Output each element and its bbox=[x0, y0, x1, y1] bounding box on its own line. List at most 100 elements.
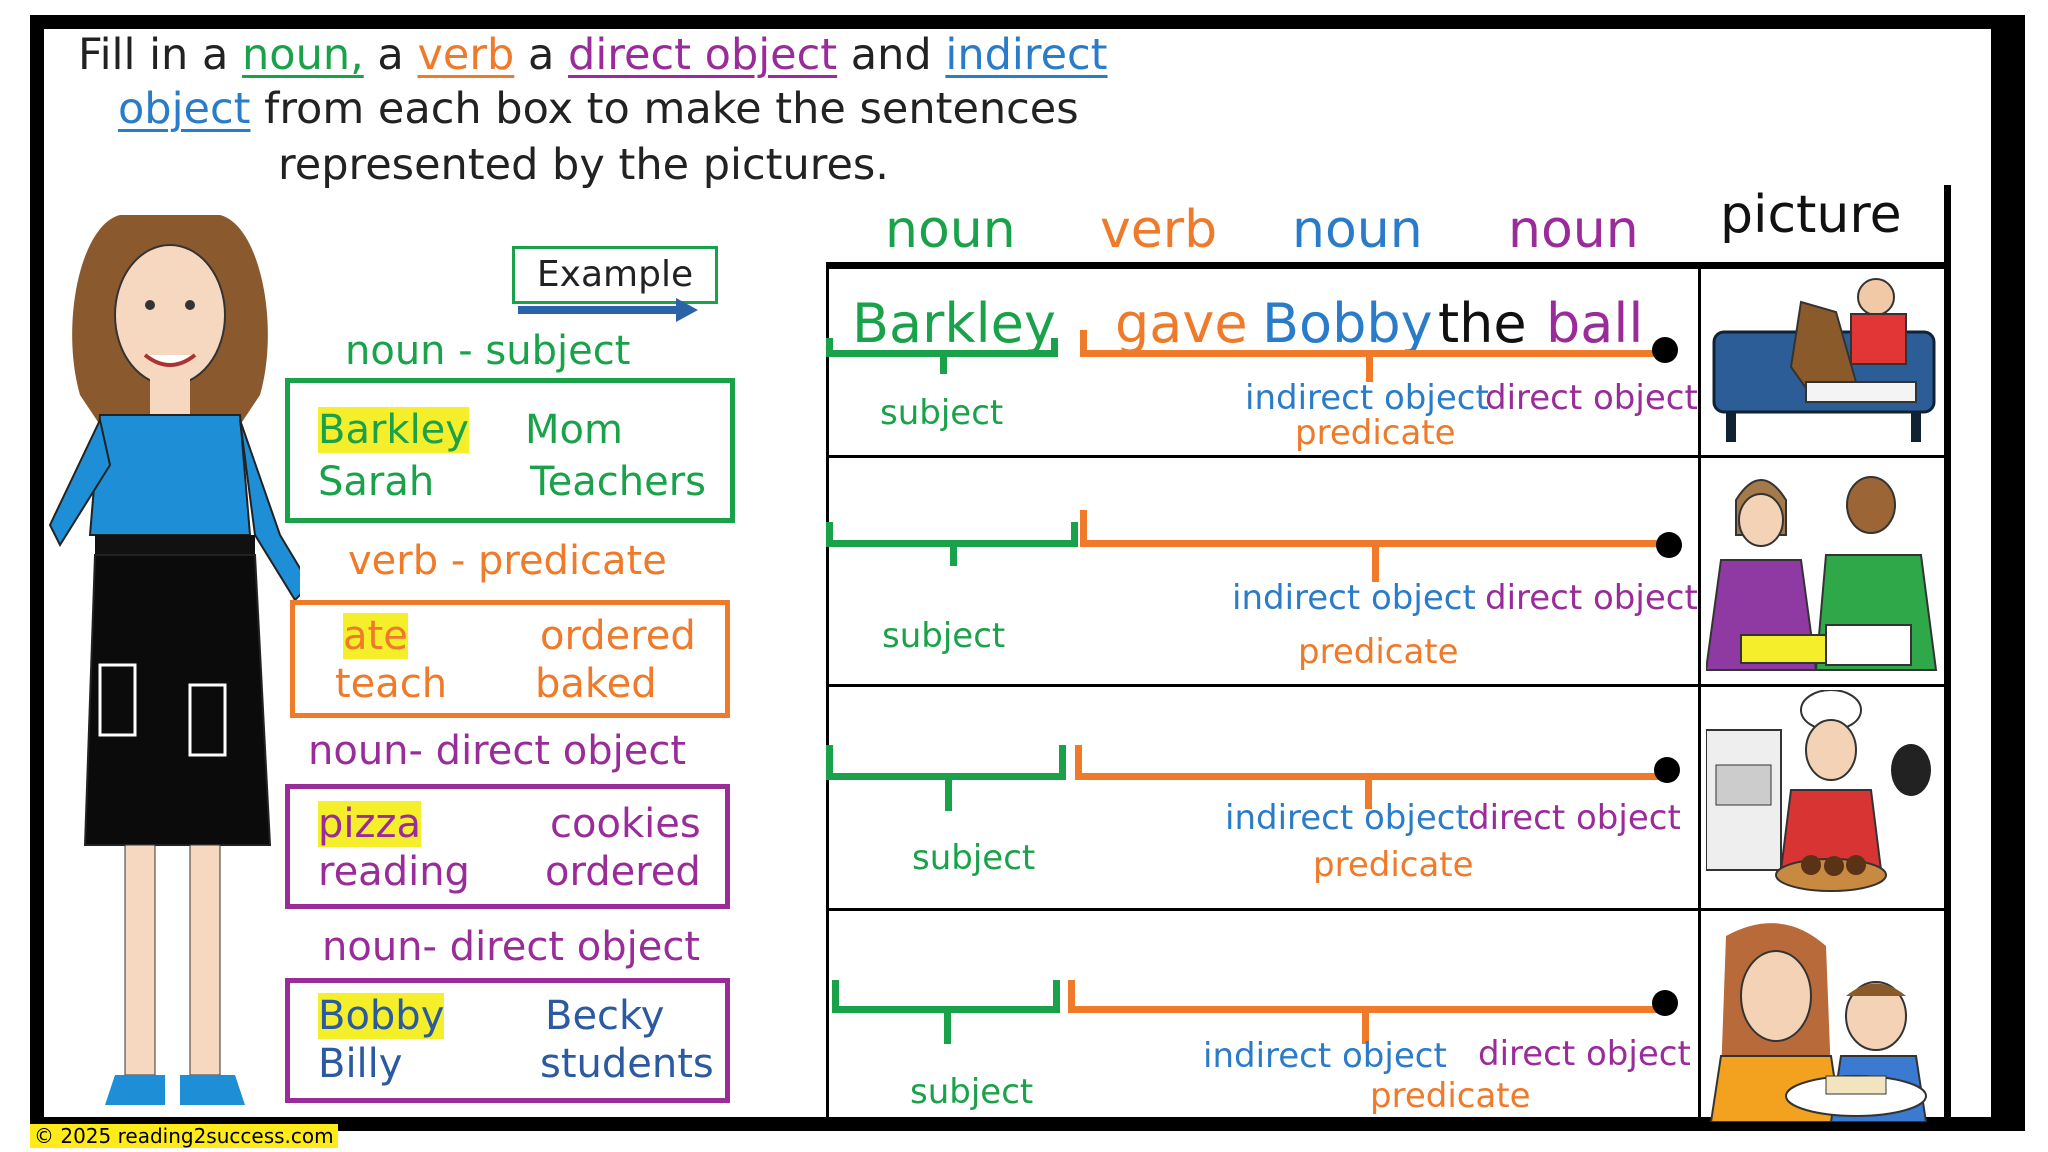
instruction-part: from each box to make the sentences bbox=[250, 84, 1079, 134]
instruction-part: a bbox=[514, 30, 569, 80]
grid-line bbox=[826, 908, 1946, 911]
wordbox-subject: Barkley Mom Sarah Teachers bbox=[285, 378, 735, 523]
slide-frame bbox=[30, 15, 2025, 1131]
answer-indirect: Bobby bbox=[1262, 292, 1433, 355]
label-direct-object: direct object bbox=[1468, 798, 1681, 838]
period-dot bbox=[1654, 757, 1680, 783]
word-option: students bbox=[540, 1041, 714, 1087]
column-header-picture: picture bbox=[1720, 185, 1902, 245]
instruction-part: a bbox=[363, 30, 418, 80]
wordbox-direct-object: pizza cookies reading ordered bbox=[285, 784, 730, 909]
period-dot bbox=[1656, 532, 1682, 558]
wordbox-label-indirect-object: noun- direct object bbox=[322, 924, 701, 970]
word-option: ordered bbox=[545, 849, 701, 895]
subject-bracket-tick bbox=[940, 352, 947, 374]
keyword-object: object bbox=[118, 84, 251, 134]
picture-baker-cookies bbox=[1706, 690, 1931, 892]
predicate-bracket-tick bbox=[1372, 542, 1379, 582]
label-predicate: predicate bbox=[1298, 632, 1459, 672]
copyright-footer: © 2025 reading2success.com bbox=[30, 1124, 338, 1148]
subject-bracket-end bbox=[832, 980, 839, 1010]
grid-line bbox=[826, 684, 1946, 687]
subject-bracket-tick bbox=[944, 1008, 951, 1044]
answer-verb: gave bbox=[1115, 292, 1248, 355]
predicate-bracket bbox=[1075, 773, 1670, 780]
label-direct-object: direct object bbox=[1478, 1034, 1691, 1074]
label-subject: subject bbox=[912, 838, 1036, 878]
predicate-bracket-end bbox=[1075, 745, 1082, 777]
subject-bracket-end bbox=[1071, 522, 1078, 544]
subject-bracket-end bbox=[1059, 745, 1066, 777]
answer-article: the bbox=[1438, 292, 1527, 355]
grid-line bbox=[810, 1122, 1960, 1127]
column-header-noun: noun bbox=[1508, 200, 1639, 260]
word-option: reading bbox=[318, 849, 470, 895]
word-option: teach bbox=[335, 661, 448, 707]
example-label: Example bbox=[536, 254, 694, 295]
predicate-bracket-end bbox=[1068, 980, 1075, 1010]
wordbox-predicate: ate ordered teach baked bbox=[290, 600, 730, 718]
predicate-bracket-end bbox=[1080, 510, 1087, 544]
subject-bracket-tick bbox=[945, 775, 952, 811]
word-option: Teachers bbox=[530, 459, 706, 505]
label-direct-object: direct object bbox=[1485, 378, 1698, 418]
keyword-verb: verb bbox=[417, 30, 515, 80]
answer-subject: Barkley bbox=[852, 292, 1056, 355]
grid-line bbox=[1698, 262, 1701, 1126]
label-indirect-object: indirect object bbox=[1245, 378, 1489, 418]
picture-dog-boy-sofa bbox=[1712, 278, 1936, 442]
label-indirect-object: indirect object bbox=[1232, 578, 1476, 618]
picture-mom-boy-cake bbox=[1709, 923, 1928, 1122]
subject-bracket-end bbox=[1053, 980, 1060, 1010]
instruction-part: represented by the pictures. bbox=[278, 140, 889, 190]
word-option: Sarah bbox=[318, 459, 435, 505]
predicate-bracket-tick bbox=[1362, 1008, 1369, 1044]
wordbox-indirect-object: Bobby Becky Billy students bbox=[285, 978, 730, 1103]
predicate-bracket-tick bbox=[1366, 352, 1373, 382]
subject-bracket-tick bbox=[950, 542, 957, 566]
word-option: Mom bbox=[525, 407, 623, 453]
word-option: ate bbox=[343, 613, 408, 659]
example-label-box: Example bbox=[512, 246, 718, 304]
grid-line bbox=[826, 455, 1946, 458]
wordbox-label-predicate: verb - predicate bbox=[348, 538, 667, 584]
period-dot bbox=[1652, 337, 1678, 363]
label-predicate: predicate bbox=[1370, 1076, 1531, 1116]
label-subject: subject bbox=[880, 393, 1004, 433]
wordbox-label-direct-object: noun- direct object bbox=[308, 728, 687, 774]
label-direct-object: direct object bbox=[1485, 578, 1698, 618]
word-option: ordered bbox=[540, 613, 696, 659]
predicate-bracket-end bbox=[1080, 330, 1087, 354]
word-option: Becky bbox=[545, 993, 665, 1039]
label-subject: subject bbox=[882, 616, 1006, 656]
subject-bracket-end bbox=[826, 522, 833, 544]
grid-line bbox=[826, 262, 1946, 269]
column-header-noun: noun bbox=[885, 200, 1016, 260]
answer-direct: ball bbox=[1546, 292, 1644, 355]
label-indirect-object: indirect object bbox=[1225, 798, 1469, 838]
grid-line bbox=[1944, 185, 1951, 1125]
teacher-illustration bbox=[48, 215, 300, 1105]
subject-bracket-end bbox=[826, 338, 833, 354]
instruction-part: Fill in a bbox=[78, 30, 243, 80]
subject-bracket-end bbox=[826, 745, 833, 777]
wordbox-label-subject: noun - subject bbox=[345, 328, 631, 374]
example-arrow-shaft bbox=[518, 306, 678, 314]
keyword-direct-object: direct object bbox=[568, 30, 838, 80]
label-subject: subject bbox=[910, 1072, 1034, 1112]
subject-bracket-end bbox=[1051, 338, 1058, 354]
label-predicate: predicate bbox=[1295, 413, 1456, 453]
word-option: cookies bbox=[550, 801, 701, 847]
label-indirect-object: indirect object bbox=[1203, 1036, 1447, 1076]
column-header-verb: verb bbox=[1100, 200, 1218, 260]
period-dot bbox=[1652, 990, 1678, 1016]
column-header-noun: noun bbox=[1292, 200, 1423, 260]
label-predicate: predicate bbox=[1313, 845, 1474, 885]
word-option: Barkley bbox=[318, 407, 469, 453]
word-option: pizza bbox=[318, 801, 422, 847]
predicate-bracket-tick bbox=[1365, 775, 1372, 809]
word-option: Bobby bbox=[318, 993, 445, 1039]
instruction-part: and bbox=[837, 30, 946, 80]
picture-teachers bbox=[1706, 476, 1938, 671]
keyword-indirect: indirect bbox=[945, 30, 1108, 80]
